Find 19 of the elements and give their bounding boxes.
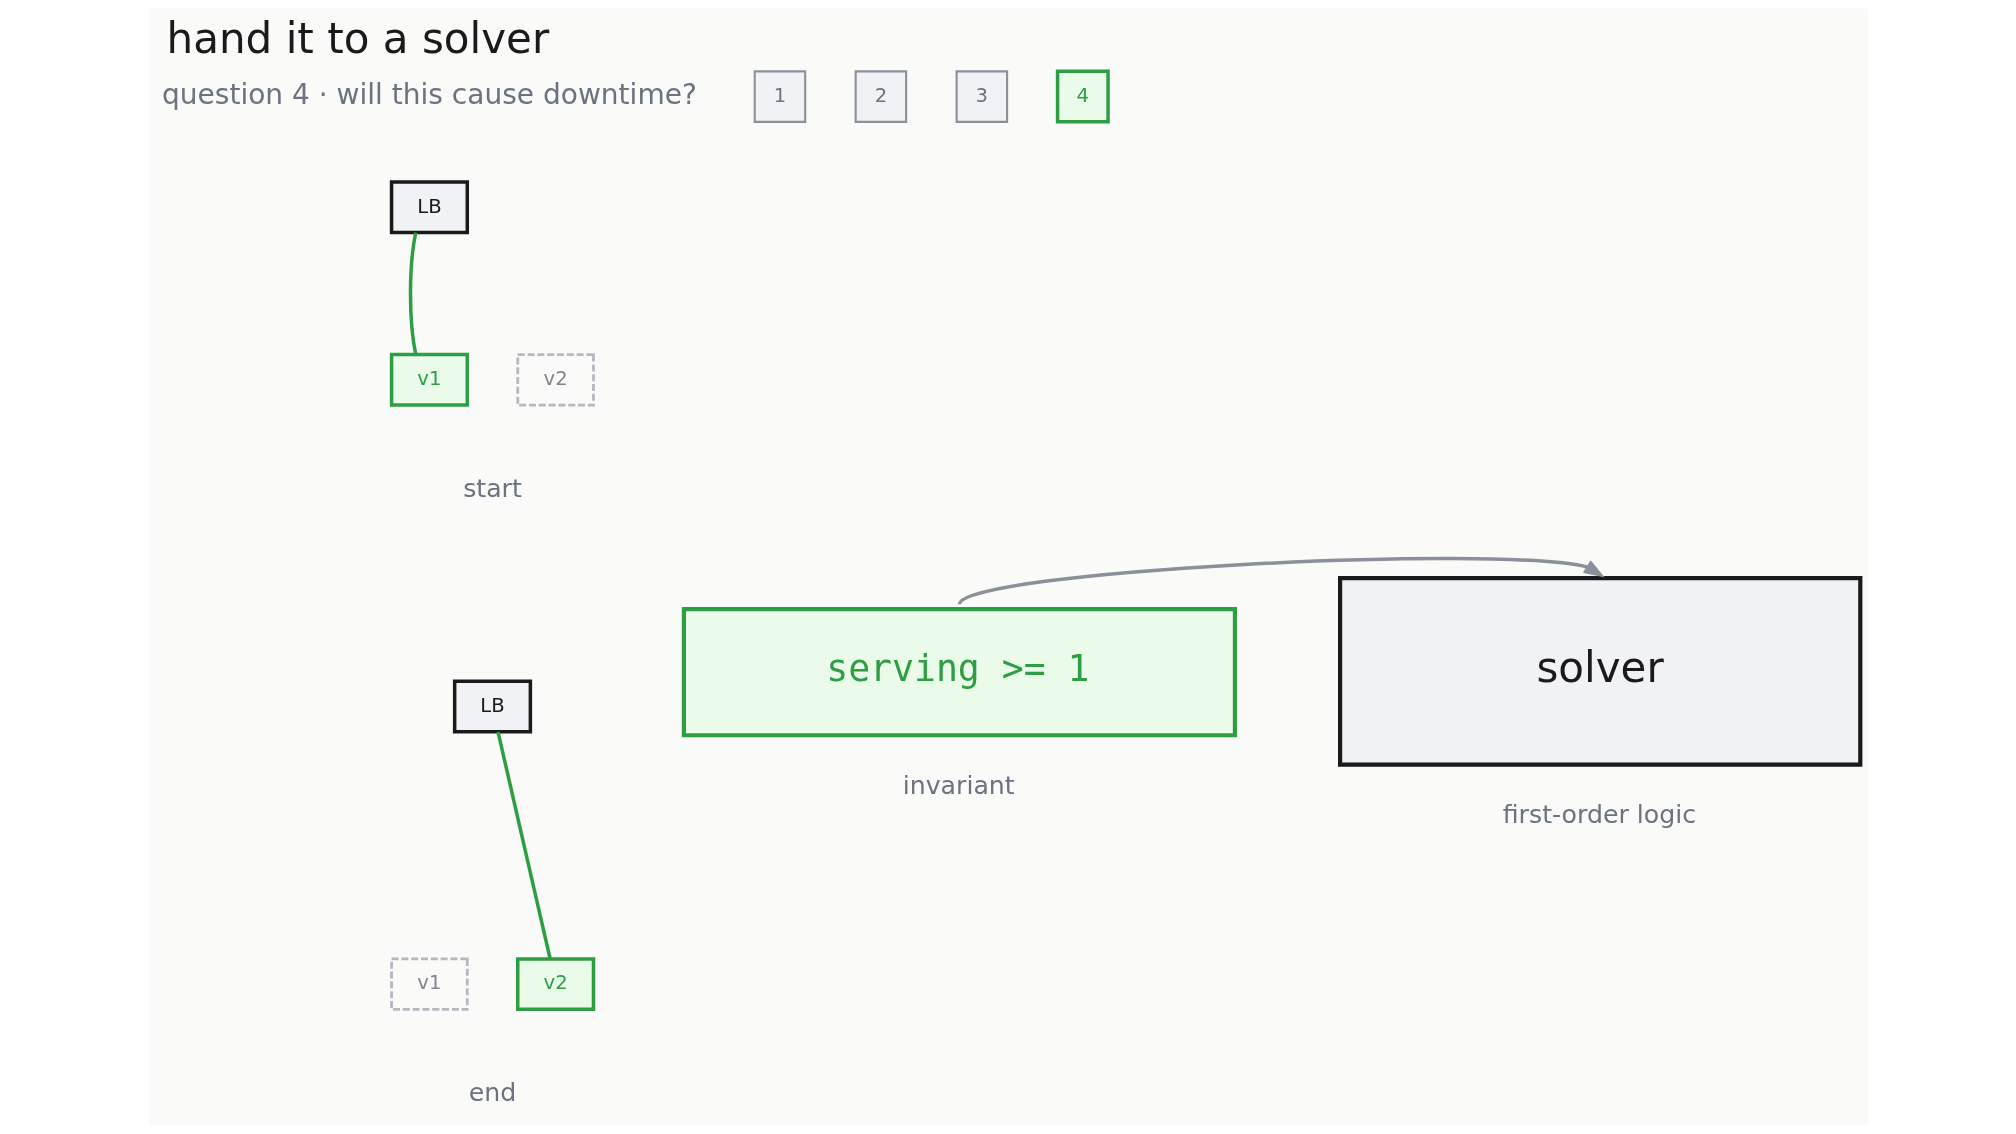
label: end [468,1078,516,1108]
node-label: invariant [902,771,1015,800]
label: start [462,473,522,503]
node-label: first-order logic [1502,800,1696,830]
connector [495,731,552,960]
node-box: v2 [515,957,595,1012]
node-box: v1 [389,957,469,1011]
node-box: LB [452,679,532,734]
node-box: 1 [753,70,806,123]
node-box: v2 [515,353,595,407]
node-box: 2 [854,70,907,123]
diagram-title: hand it to a solver [166,14,549,64]
node-box: 4 [1055,69,1110,124]
label: question 4 · will this cause downtime? [161,77,697,111]
node-box: LB [389,180,469,235]
connector [408,232,417,355]
arrow [957,556,1605,606]
node-box: 3 [955,70,1008,123]
node-box: v1 [389,352,469,407]
